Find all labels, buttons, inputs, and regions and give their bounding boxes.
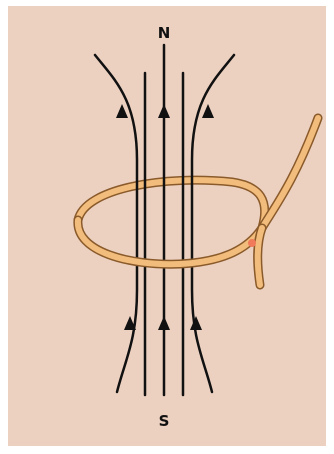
south-pole-label: S xyxy=(159,412,170,430)
diagram-background xyxy=(8,6,326,446)
north-pole-label: N xyxy=(158,24,171,42)
wire-crossing-highlight xyxy=(248,239,256,247)
